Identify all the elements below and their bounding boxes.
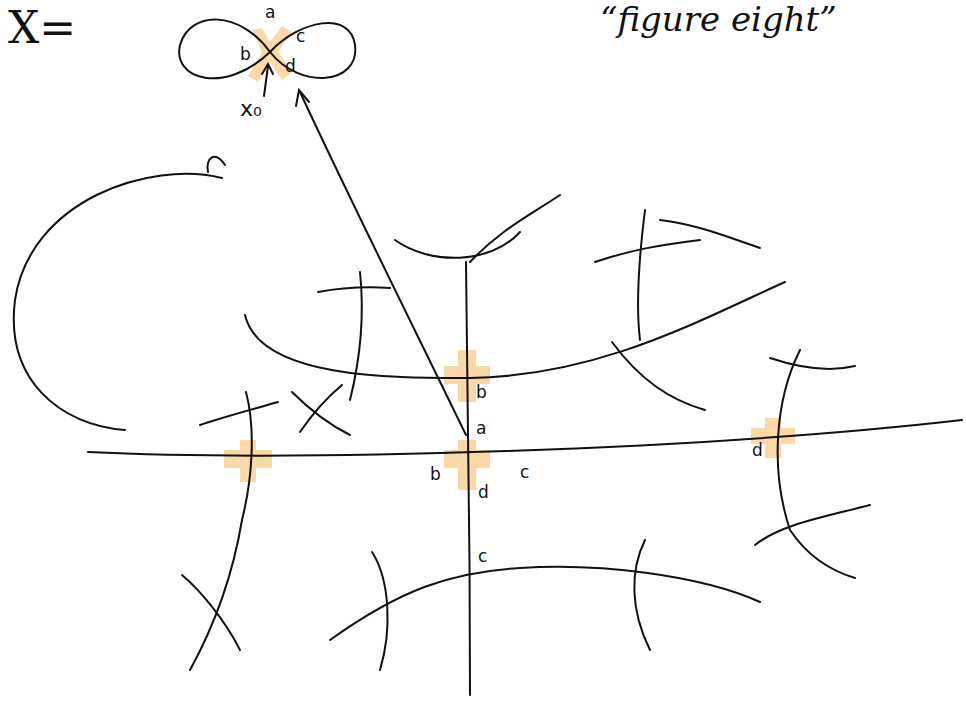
edge-label: a [265, 4, 275, 21]
space-name: X= [8, 6, 76, 50]
basepoint-label: x₀ [240, 98, 262, 120]
highlight-crosses [224, 26, 795, 490]
edge-label: c [520, 464, 529, 481]
edge-label: c [296, 28, 305, 45]
edge-label: d [285, 58, 296, 75]
edge-label: c [478, 548, 487, 565]
edge-label: b [240, 46, 251, 63]
cover-graph [14, 20, 962, 695]
edge-label: d [752, 442, 763, 459]
edge-label: d [478, 484, 489, 501]
edge-label: b [430, 466, 441, 483]
edge-label: a [476, 420, 486, 437]
figure-caption: “figure eight” [600, 2, 837, 36]
edge-label: b [476, 384, 487, 401]
